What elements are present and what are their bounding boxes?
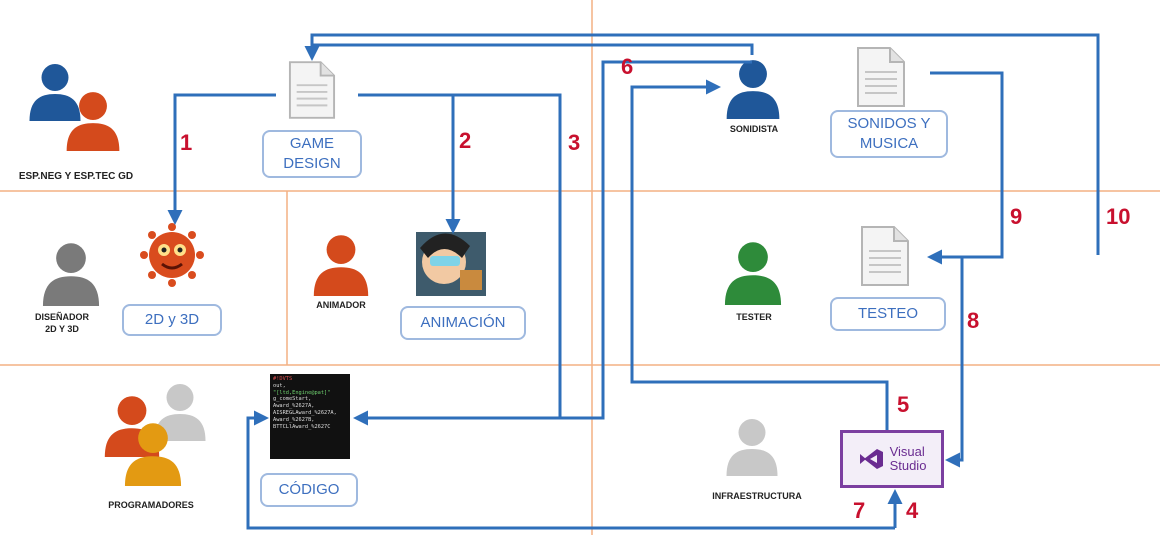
code-box: CÓDIGO (260, 473, 358, 507)
workflow-arrows (167, 33, 1100, 530)
code-line: #!DVTS (273, 376, 293, 382)
arrow-code-to-sound (560, 60, 752, 420)
vs-label-line2: Studio (889, 458, 927, 473)
code-line: out, (273, 382, 286, 389)
testing-document-icon (861, 226, 909, 286)
arrow-step-1 (167, 93, 276, 225)
code-line: "[ltd,Engine@pat]" (273, 389, 331, 396)
arrow-step-9 (927, 71, 1004, 265)
visual-studio-box: Visual Studio (840, 430, 944, 488)
arrow-step-3 (353, 93, 562, 426)
business-experts-label: ESP.NEG Y ESP.TEC GD (18, 171, 134, 182)
code-line: BTTCLlAward_%2627C (273, 423, 331, 430)
testing-box: TESTEO (830, 297, 946, 331)
programmers-icon (104, 384, 206, 486)
designer-label: DISEÑADOR 2D Y 3D (34, 312, 89, 334)
game-design-document-icon (288, 61, 336, 119)
visual-studio-logo-icon (859, 449, 883, 469)
arrow-step-6 (630, 79, 889, 430)
infrastructure-person-icon (726, 419, 778, 476)
step-number: 4 (906, 498, 919, 523)
code-line: AISREGLAward_%2627A, (273, 409, 337, 416)
creature-art-icon (140, 223, 204, 287)
animator-person-icon (313, 235, 369, 296)
infrastructure-label: INFRAESTRUCTURA (712, 491, 802, 501)
animation-box: ANIMACIÓN (400, 306, 526, 340)
step-number: 10 (1106, 204, 1131, 229)
game-design-box: GAME DESIGN (262, 130, 362, 178)
arrow-sound-feedback (312, 43, 754, 55)
step-number: 6 (621, 54, 634, 79)
sounds-document-icon (856, 46, 906, 108)
animation-still-icon (416, 232, 486, 296)
sounds-music-box: SONIDOS Y MUSICA (830, 110, 948, 158)
step-number: 5 (897, 392, 910, 417)
sound-label: SONIDISTA (729, 124, 779, 134)
sound-person-icon (726, 60, 780, 119)
arrow-step-8 (945, 257, 964, 468)
code-line: g_comeStart, (273, 396, 312, 403)
arrow-step-7 (246, 410, 895, 530)
vs-label-line1: Visual (889, 444, 925, 459)
code-line: Award_%2627B, (273, 416, 315, 423)
arrow-step-2 (358, 93, 461, 234)
animator-label: ANIMADOR (316, 300, 366, 310)
code-line: Award_%2627A, (273, 403, 315, 410)
art-2d3d-box: 2D y 3D (122, 304, 222, 336)
step-number: 9 (1010, 204, 1023, 229)
programmers-label: PROGRAMADORES (108, 500, 194, 510)
step-number: 7 (853, 498, 866, 523)
tester-person-icon (724, 242, 782, 305)
tester-label: TESTER (736, 312, 772, 322)
step-number: 2 (459, 128, 472, 153)
step-number: 1 (180, 130, 193, 155)
step-number: 8 (967, 308, 980, 333)
business-experts-icon (29, 64, 120, 151)
designer-person-icon (42, 243, 100, 306)
code-snippet-image: #!DVTS out, "[ltd,Engine@pat]" g_comeSta… (270, 374, 350, 459)
step-number: 3 (568, 130, 581, 155)
arrow-step-10 (304, 33, 1100, 255)
